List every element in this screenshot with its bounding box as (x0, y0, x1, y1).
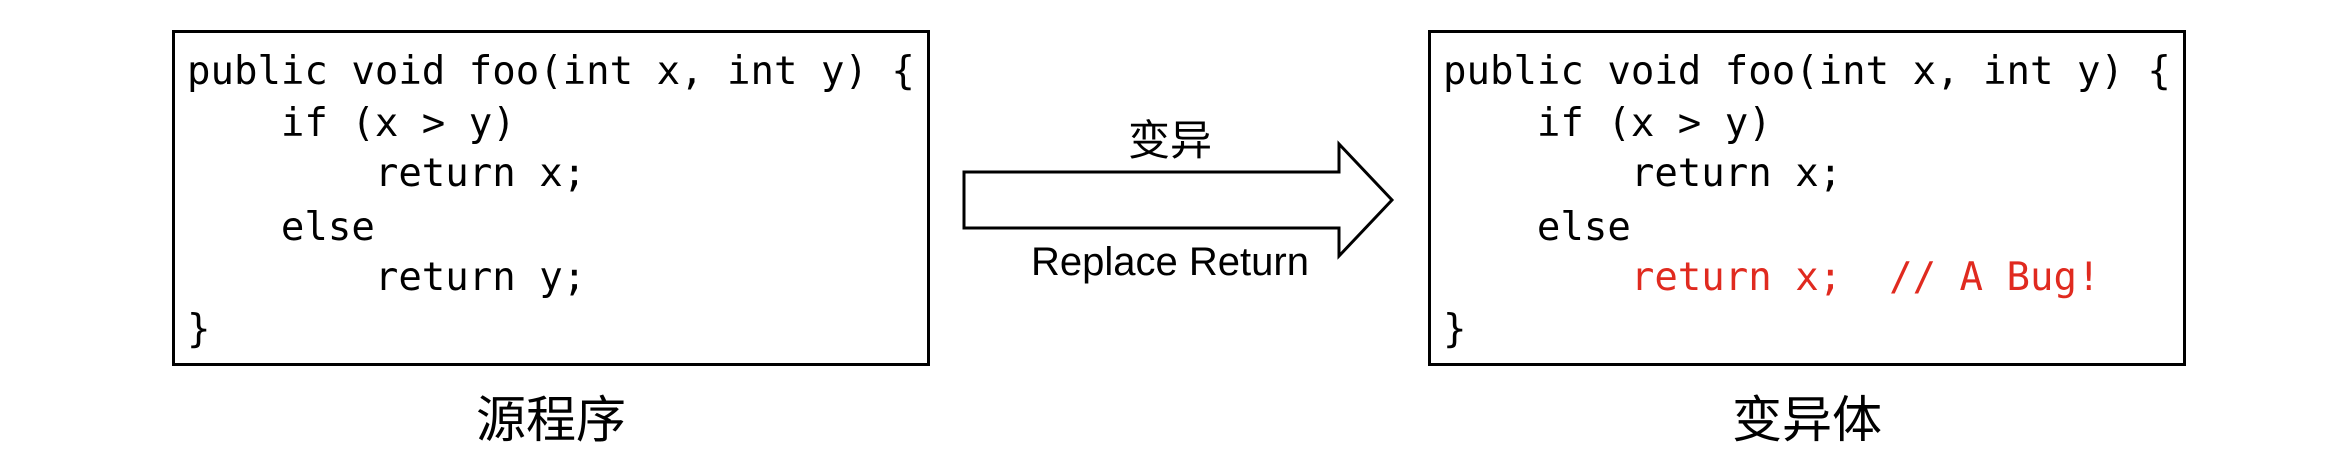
source-caption: 源程序 (476, 391, 626, 449)
mutant-code-box: public void foo(int x, int y) { if (x > … (1428, 30, 2186, 366)
arrow-top-label: 变异 (1127, 116, 1212, 165)
mutant-line-1: public void foo(int x, int y) { (1443, 49, 2171, 94)
source-line-2: if (x > y) (187, 101, 516, 146)
source-code-box: public void foo(int x, int y) { if (x > … (172, 30, 930, 366)
mutant-bug-line: return x; // A Bug! (1443, 255, 2101, 300)
source-line-4: else (187, 205, 375, 250)
arrow-bottom-label: Replace Return (1031, 240, 1309, 284)
mutant-caption: 变异体 (1732, 391, 1882, 449)
source-line-3: return x; (187, 151, 587, 196)
mutant-line-2: if (x > y) (1443, 101, 1772, 146)
source-line-5: return y; (187, 255, 587, 300)
source-line-1: public void foo(int x, int y) { (187, 49, 915, 94)
mutant-line-6: } (1443, 307, 1467, 352)
mutant-line-3: return x; (1443, 151, 1843, 196)
source-line-6: } (187, 307, 211, 352)
right-arrow-icon (962, 140, 1395, 260)
mutant-line-4: else (1443, 205, 1631, 250)
